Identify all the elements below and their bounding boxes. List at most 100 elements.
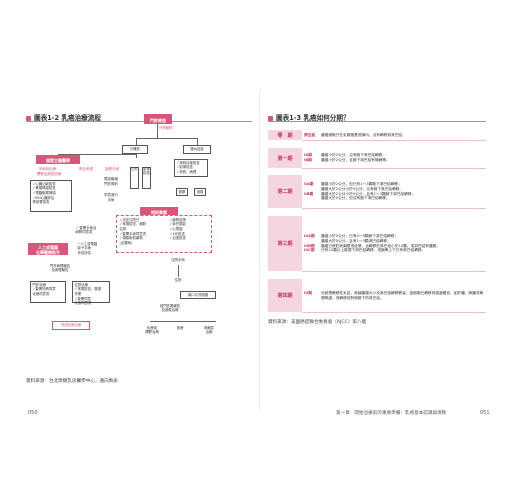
stage-code: IV期 (304, 290, 312, 295)
stage-code: IIB期 (304, 191, 314, 196)
figure-title-left: 圖表1-2 乳癌治療流程 (26, 112, 101, 122)
stage-desc: 腫瘤大於5公分，且有1～3顆淋巴結轉移。 (321, 238, 391, 243)
stage-desc: 腫瘤小於2公分，沒有腋下淋巴結轉移。 (321, 153, 387, 158)
bottom-option: 化療或 標靶治療 (138, 325, 166, 337)
stage-sub-row: 腫瘤大於5公分，且有1～3顆淋巴結轉移。 (302, 239, 486, 244)
stage-desc: 腫瘤大於2公分小於5公分，沒有腋下淋巴結轉移。 (321, 186, 404, 191)
biopsy-label: 切片 (131, 167, 138, 171)
stage-sub-row: 原位癌腫瘤細胞只在乳腺管基底膜內，沒有轉移到淋巴結。 (302, 133, 486, 138)
connector (136, 138, 137, 145)
stage-sub-row: IIIA期 腫瘤小於5公分，已有4～9顆腋下淋巴結轉移； (302, 234, 486, 239)
stage-desc: 腫瘤小於2公分，但已有1～3顆腋下淋巴結轉移； (321, 181, 402, 186)
clinic-box: 門診檢查 (144, 114, 172, 124)
page-number-right: 051 (480, 410, 490, 416)
title-rule (26, 121, 252, 122)
connector (197, 138, 198, 145)
stage-desc: 也就是轉移性乳癌，無論腫瘤大小及淋巴結轉移數量，癌細胞已轉移到遠處器官，如肝臟、… (321, 290, 484, 300)
followup-box: 追蹤 (194, 188, 206, 196)
bullet-icon (268, 115, 273, 121)
checklist-left: ✓決定住院日 ✓常規檢查、麻醉 住院 ✓簽署手術同意書 ✓領取術前藥物 (必要時… (118, 217, 164, 251)
stage-row-1: 第一期 IA期腫瘤小於2公分，沒有腋下淋巴結轉移。 IB期 腫瘤小於2公分，且腋下… (268, 148, 486, 169)
stage-desc: 腫瘤細胞只在乳腺管基底膜內，沒有轉移到淋巴結。 (321, 132, 406, 137)
connector (150, 321, 216, 322)
stage-sub-row: IIIB期 腫瘤已侵犯到胸壁或皮膚，且轉移的淋巴結小於10顆，或淋巴結有腫脹。 (302, 244, 486, 249)
interest-box: ✓ 簽署手術及 麻醉同意書 (74, 225, 108, 239)
pathology-report-box: 傷口引流照護 (180, 291, 216, 299)
stage-desc: 已有10顆以上腋窩下淋巴結轉移，或鎖骨上下已有淋巴結轉移。 (321, 248, 426, 253)
outpatient-followup-box: 回門診看報告 及追蹤治療 (146, 303, 194, 317)
connector (58, 154, 136, 155)
diagnosis-item: ✓影像檢查 (176, 165, 193, 170)
stage-desc: 腫瘤小於2公分，且腋下淋巴結有微轉移。 (321, 158, 390, 162)
source-left: 資料來源：台北榮總乳房醫學中心，邁向製表 (26, 379, 118, 384)
stage-desc: 腫瘤已侵犯到胸壁或皮膚，且轉移的淋巴結小於10顆，或淋巴結有腫脹。 (321, 243, 441, 248)
stage-code: IB期 (304, 158, 312, 162)
figure-title-right: 圖表1-3 乳癌如何分期？ (268, 112, 350, 122)
stage-body: 原位癌腫瘤細胞只在乳腺管基底膜內，沒有轉移到淋巴結。 (302, 130, 486, 141)
right-page: 圖表1-3 乳癌如何分期？ 零 期 原位癌腫瘤細胞只在乳腺管基底膜內，沒有轉移到… (268, 95, 496, 405)
stage-body: IIA期 腫瘤小於2公分，但已有1～3顆腋下淋巴結轉移； 腫瘤大於2公分小於5公分… (302, 175, 486, 209)
stage-sub-row: IIIC期 已有10顆以上腋窩下淋巴結轉移，或鎖骨上下已有淋巴結轉移。 (302, 248, 486, 253)
stage-sub-row: 腫瘤大於2公分小於5公分，沒有腋下淋巴結轉移。 (302, 187, 486, 192)
outpatient-chemo-box: 門診化療 ✓簽署知情同意 化療同意書 (30, 281, 66, 303)
bullet-icon (26, 115, 31, 121)
stage-body: IA期腫瘤小於2公分，沒有腋下淋巴結轉移。 IB期 腫瘤小於2公分，且腋下淋巴結有… (302, 148, 486, 169)
diagnosis-item: ✓放射、病理 (176, 169, 197, 174)
connector (157, 124, 158, 138)
no-surgery-note: 照合考慮 (79, 167, 93, 171)
stage-desc: 腫瘤大於5公分，但沒有腋下淋巴結轉移。 (321, 196, 390, 201)
stage-body: IV期 也就是轉移性乳癌，無論腫瘤大小及淋巴結轉移數量，癌細胞已轉移到遠處器官，如… (302, 279, 486, 313)
connector (178, 265, 179, 277)
stage-sub-row: IV期 也就是轉移性乳癌，無論腫瘤大小及淋巴結轉移數量，癌細胞已轉移到遠處器官，如… (302, 291, 486, 301)
referral-text: 外院轉診 (159, 126, 173, 130)
ai-assist-box: 人工或電腦 化學醫療助手 (28, 243, 68, 255)
surgery-note: 接受手術 (105, 167, 119, 171)
discharge-box: ✓人工或電腦 影子手術 完成評估 (76, 241, 110, 257)
stage-sub-row: IA期腫瘤小於2公分，沒有腋下淋巴結轉移。 (302, 153, 486, 158)
return-visit-box: 完成化學治療 (52, 321, 90, 330)
figure-title-text: 圖表1-3 乳癌如何分期？ (276, 114, 350, 122)
checklist-frame (116, 215, 212, 253)
pathology-box: 門診病理報告 及病理報告 (40, 263, 80, 273)
connector (136, 154, 137, 158)
stage-label: 零 期 (268, 130, 302, 141)
confirmed-box: 已確診 (122, 145, 148, 154)
observe-box: 觀察 (176, 188, 188, 196)
stage-desc: 腫瘤大於2公分小於5公分，且有1～3顆腋下淋巴結轉移； (321, 191, 416, 196)
imaging-label: 影像檢查 (143, 167, 150, 175)
team-discussion-box: 個案主題團隊 (36, 155, 80, 164)
diagnosis-box: ✓穿刺採樣檢查✓影像檢查✓放射、病理 (174, 159, 208, 177)
stage-code: IIA期 (304, 181, 314, 186)
pathology-return-box: 住院 (166, 277, 190, 285)
stage-code: IIIA期 (304, 233, 315, 238)
stage-sub-row: IIA期 腫瘤小於2公分，但已有1～3顆腋下淋巴結轉移； (302, 182, 486, 187)
stage-row-2: 第二期 IIA期 腫瘤小於2公分，但已有1～3顆腋下淋巴結轉移； 腫瘤大於2公分小… (268, 175, 486, 209)
left-page: 圖表1-2 乳癌治療流程 門診檢查 已確診 疑似癌症 外院轉診 個案主題團隊 手… (26, 95, 252, 405)
stage-row-4: 第四期 IV期 也就是轉移性乳癌，無論腫瘤大小及淋巴結轉移數量，癌細胞已轉移到遠處… (268, 279, 486, 313)
hospital-surgery-box: 住院手術 (166, 257, 190, 265)
stage-label: 第二期 (268, 175, 302, 209)
surgery-preop: 同意進行 手術 (104, 193, 118, 202)
checklist-right: ✓麻醉諮詢 ✓淋巴攝影 ✓心電圖 ✓X光檢查 ✓血液檢查 (168, 217, 208, 251)
page-number-left: 050 (28, 410, 38, 416)
checkup-box: ✓心臟功能檢查 ✓骨頭掃描檢查 ✓電腦斷層掃描 ✓BSI心臟評估 等前置檢查 (30, 180, 72, 212)
stage-label: 第四期 (268, 279, 302, 313)
bottom-option: 放療 (172, 325, 188, 337)
stage-row-0: 零 期 原位癌腫瘤細胞只在乳腺管基底膜內，沒有轉移到淋巴結。 (268, 130, 486, 141)
suspected-box: 疑似癌症 (183, 145, 211, 154)
stage-code: IIIC期 (304, 248, 315, 253)
preop-note: 手術前化療、 標靶治療或放療 (36, 167, 62, 176)
imaging-box: 影像檢查 (142, 167, 151, 189)
figure-title-text: 圖表1-2 乳癌治療流程 (34, 114, 101, 122)
stage-sub-row: 腫瘤大於5公分，但沒有腋下淋巴結轉移。 (302, 196, 486, 201)
chapter-footer: 第一章 開始治療前的重要準備：乳癌基本認識與保險 (336, 411, 447, 416)
stage-code: IIIB期 (304, 243, 315, 248)
stage-code (302, 196, 321, 201)
stage-label: 第三期 (268, 216, 302, 272)
stage-sub-row: IIB期 腫瘤大於2公分小於5公分，且有1～3顆腋下淋巴結轉移； (302, 192, 486, 197)
stage-sub-row: IB期 腫瘤小於2公分，且腋下淋巴結有微轉移。 (302, 158, 486, 163)
page-gutter (259, 90, 260, 410)
stage-label: 第一期 (268, 148, 302, 169)
stage-desc: 腫瘤小於5公分，已有4～9顆腋下淋巴結轉移； (321, 233, 399, 238)
